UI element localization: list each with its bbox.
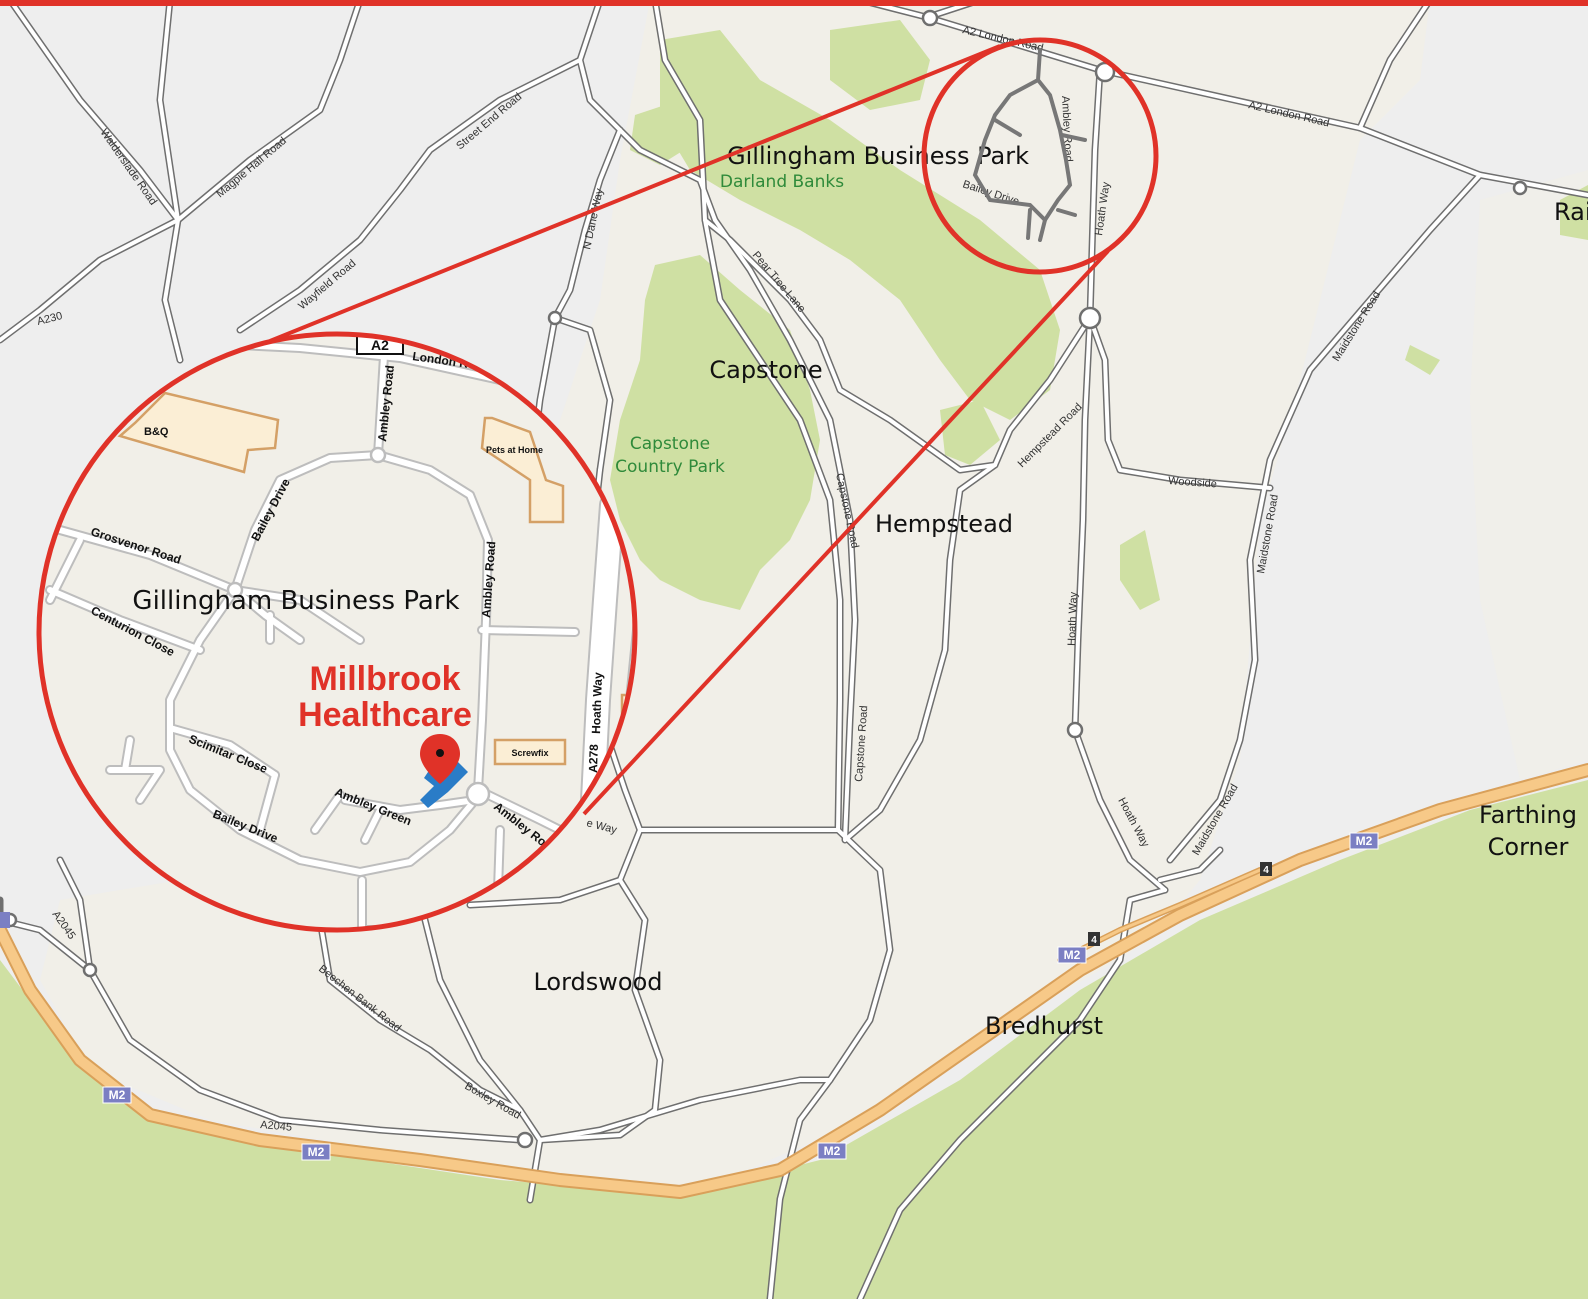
m2-shield-5: M2	[1349, 832, 1379, 850]
zoom-inset[interactable]: A2 B&Q Pets at Home Screwfix Gillingham …	[36, 331, 642, 933]
green-patch-east-1	[1120, 530, 1160, 610]
place-label-bredhurst: Bredhurst	[985, 1012, 1103, 1040]
green-patch-east-2	[1405, 345, 1440, 375]
svg-text:4: 4	[1091, 935, 1097, 946]
road-label-woodside: Woodside	[1168, 475, 1217, 490]
m2-shield-3: M2	[817, 1142, 847, 1160]
svg-text:M2: M2	[1064, 948, 1081, 962]
place-label-capstone-country-park-1: Capstone	[630, 434, 710, 454]
place-label-farthing-corner-2: Corner	[1488, 833, 1569, 861]
map-pin-icon[interactable]	[420, 734, 460, 784]
inset-label-millbrook-line2: Healthcare	[298, 696, 472, 734]
road-label-hoath-way-2: Hoath Way	[1066, 591, 1080, 646]
place-label-capstone-country-park-2: Country Park	[615, 457, 725, 477]
svg-text:M2: M2	[1356, 834, 1373, 848]
inset-label-gillingham-business-park: Gillingham Business Park	[132, 586, 459, 616]
inset-road-label-hoath-way: Hoath Way	[589, 672, 605, 734]
green-patch-far-east	[1560, 185, 1588, 240]
inset-building-pets-at-home	[480, 416, 565, 524]
green-patch-top	[830, 20, 930, 110]
inset-road-label-ambley-road-2: Ambley Road	[479, 541, 498, 618]
svg-text:M2: M2	[109, 1088, 126, 1102]
motorway-shields: M2 M2 M2 M2 M2 4 4	[0, 832, 1379, 1161]
inset-road-label-a278: A278	[586, 744, 601, 773]
place-label-capstone: Capstone	[709, 356, 822, 384]
land-area-east	[1470, 170, 1588, 780]
road-label-a2045-2: A2045	[260, 1119, 293, 1134]
m2-shield-1: M2	[102, 1086, 132, 1104]
svg-text:A2: A2	[371, 337, 389, 353]
zoom-inset-border	[36, 331, 638, 933]
inset-label-millbrook-line1: Millbrook	[309, 660, 460, 698]
svg-text:M2: M2	[308, 1145, 325, 1159]
inset-label-bq: B&Q	[144, 426, 169, 438]
place-label-hempstead: Hempstead	[875, 510, 1013, 538]
place-label-farthing-corner-1: Farthing	[1479, 801, 1577, 829]
location-highlight-circle	[921, 37, 1159, 275]
zoom-connector-lines	[269, 44, 1110, 816]
place-label-lordswood: Lordswood	[533, 968, 662, 996]
darland-banks-green	[660, 30, 1060, 420]
m2-shield-2: M2	[301, 1143, 331, 1161]
place-label-darland-banks: Darland Banks	[720, 172, 844, 192]
inset-building-screwfix	[493, 738, 567, 766]
m2-shield-4: M2	[1057, 946, 1087, 964]
inset-building-bq	[117, 391, 280, 474]
green-patch-small-1	[630, 100, 700, 165]
junction-4-marker-2: 4	[1260, 862, 1272, 876]
svg-text:4: 4	[1263, 865, 1269, 876]
southern-woodland	[0, 780, 1588, 1299]
m2-shield-west-edge	[0, 912, 10, 928]
road-label-capstone-road-2: Capstone Road	[853, 705, 870, 782]
place-label-rai: Rai	[1554, 198, 1588, 226]
junction-4-marker-1: 4	[1088, 932, 1100, 946]
inset-label-screwfix: Screwfix	[511, 748, 548, 758]
capstone-country-park-green	[610, 255, 820, 610]
inset-label-pets-at-home: Pets at Home	[486, 445, 543, 455]
top-border-bar	[0, 0, 1588, 6]
svg-text:M2: M2	[824, 1144, 841, 1158]
